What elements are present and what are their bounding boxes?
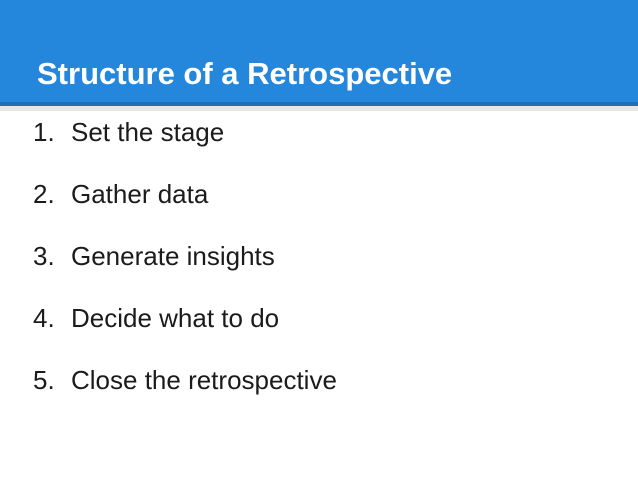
- list-item: 2. Gather data: [33, 178, 638, 210]
- list-item-label: Close the retrospective: [71, 365, 337, 395]
- list-item-number: 4.: [33, 303, 55, 333]
- list-item-number: 2.: [33, 179, 55, 209]
- list-item-label: Decide what to do: [71, 303, 280, 333]
- list-item-number: 5.: [33, 365, 55, 395]
- list-item-number: 3.: [33, 241, 55, 271]
- slide-title: Structure of a Retrospective: [37, 56, 453, 91]
- list-item: 4. Decide what to do: [33, 302, 638, 334]
- numbered-list: 1. Set the stage 2. Gather data 3. Gener…: [0, 116, 638, 396]
- slide-title-bar: Structure of a Retrospective: [0, 0, 638, 106]
- list-item: 1. Set the stage: [33, 116, 638, 148]
- list-item-label: Gather data: [71, 179, 209, 209]
- list-item: 3. Generate insights: [33, 240, 638, 272]
- slide-body: 1. Set the stage 2. Gather data 3. Gener…: [0, 107, 638, 426]
- list-item-number: 1.: [33, 117, 55, 147]
- list-item: 5. Close the retrospective: [33, 364, 638, 396]
- list-item-label: Set the stage: [71, 117, 225, 147]
- list-item-label: Generate insights: [71, 241, 275, 271]
